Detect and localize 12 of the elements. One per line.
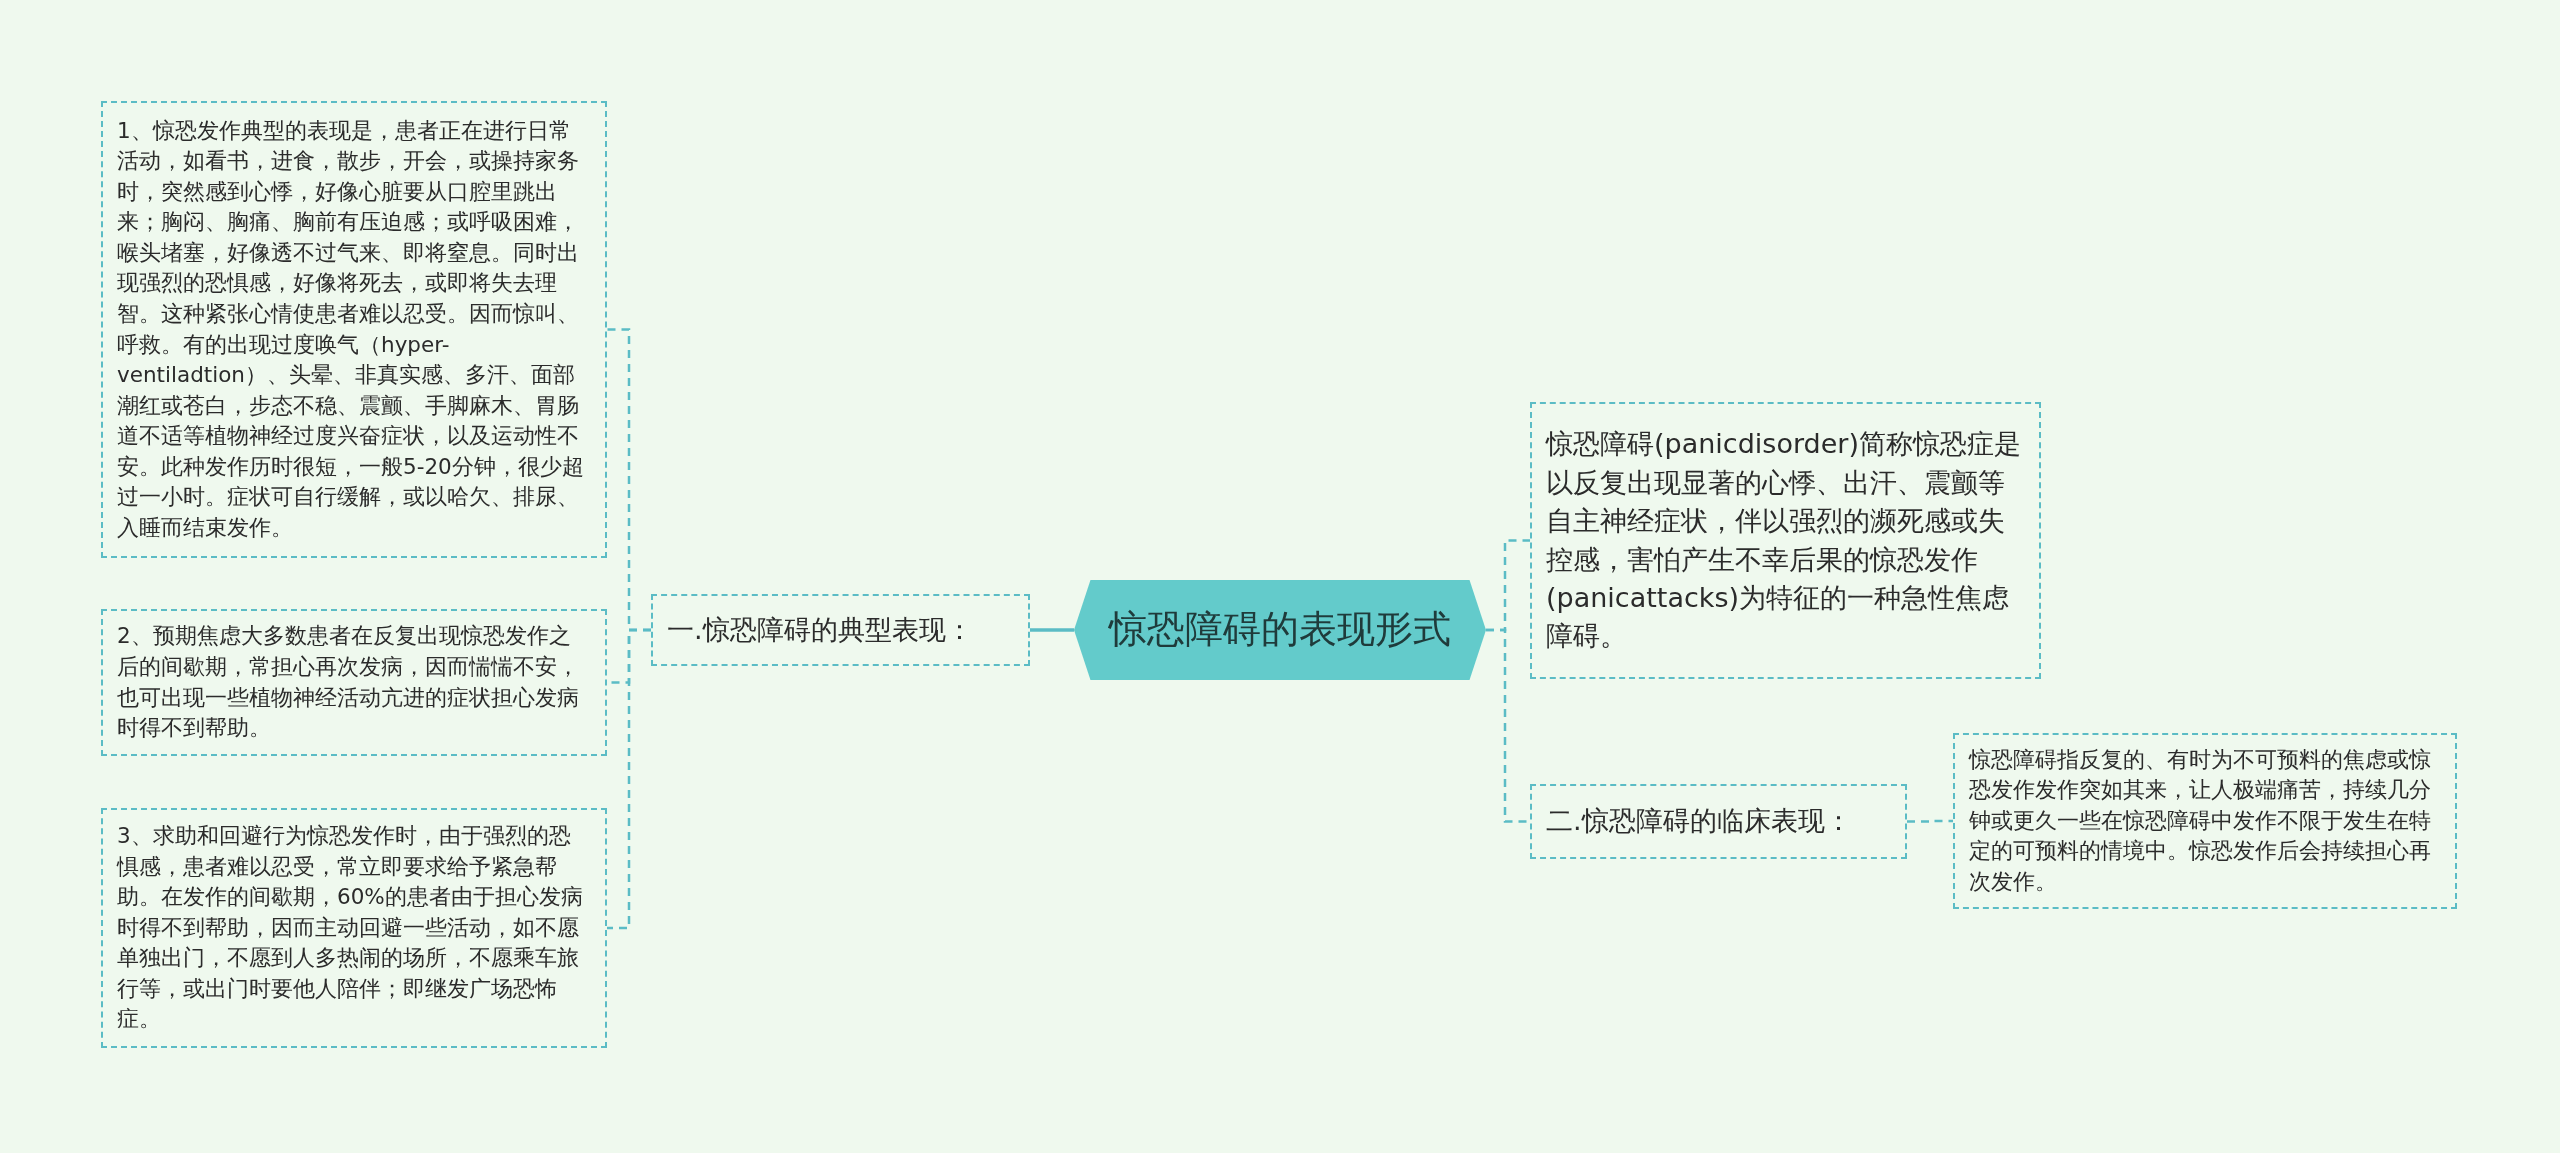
topic-box: 一.惊恐障碍的典型表现： xyxy=(651,594,1030,666)
connector-line xyxy=(1486,628,1530,823)
connector-line xyxy=(1030,628,1074,632)
connector-line xyxy=(1907,819,1953,823)
text-box: 2、预期焦虑大多数患者在反复出现惊恐发作之后的间歇期，常担心再次发病，因而惴惴不安，也可出现一些植物神经活动亢进的症状担心发病时得不到帮助。 xyxy=(101,609,607,756)
connector-line xyxy=(607,628,651,930)
text-box: 惊恐障碍指反复的、有时为不可预料的焦虑或惊恐发作发作突如其来，让人极端痛苦，持续几分钟或更久一些在惊恐障碍中发作不限于发生在特定的可预料的情境中。惊恐发作后会持续担心再次发作。 xyxy=(1953,733,2457,909)
central-topic: 惊恐障碍的表现形式 xyxy=(1074,580,1486,680)
text-box: 惊恐障碍(panicdisorder)简称惊恐症是以反复出现显著的心悸、出汗、震颤等自主神经症状，伴以强烈的濒死感或失控感，害怕产生不幸后果的惊恐发作(panicattacks)为特征的一种急性焦虑障碍。 xyxy=(1530,402,2041,679)
text-box: 1、惊恐发作典型的表现是，患者正在进行日常活动，如看书，进食，散步，开会，或操持家务时，突然感到心悸，好像心脏要从口腔里跳出来；胸闷、胸痛、胸前有压迫感；或呼吸困难，喉头堵塞，好像透不过气来、即将窒息。同时出现强烈的恐惧感，好像将死去，或即将失去理智。这种紧张心情使患者难以忍受。因而惊叫、呼救。有的出现过度唤气（hyper-ventiladtion）、头晕、非真实感、多汗、面部潮红或苍白，步态不稳、震颤、手脚麻木、胃肠道不适等植物神经过度兴奋症状，以及运动性不安。此种发作历时很短，一般5-20分钟，很少超过一小时。症状可自行缓解，或以哈欠、排尿、入睡而结束发作。 xyxy=(101,101,607,558)
text-box: 3、求助和回避行为惊恐发作时，由于强烈的恐惧感，患者难以忍受，常立即要求给予紧急帮助。在发作的间歇期，60%的患者由于担心发病时得不到帮助，因而主动回避一些活动，如不愿单独出门，不愿到人多热闹的场所，不愿乘车旅行等，或出门时要他人陪伴；即继发广场恐怖症。 xyxy=(101,808,607,1048)
topic-box: 二.惊恐障碍的临床表现： xyxy=(1530,784,1907,859)
